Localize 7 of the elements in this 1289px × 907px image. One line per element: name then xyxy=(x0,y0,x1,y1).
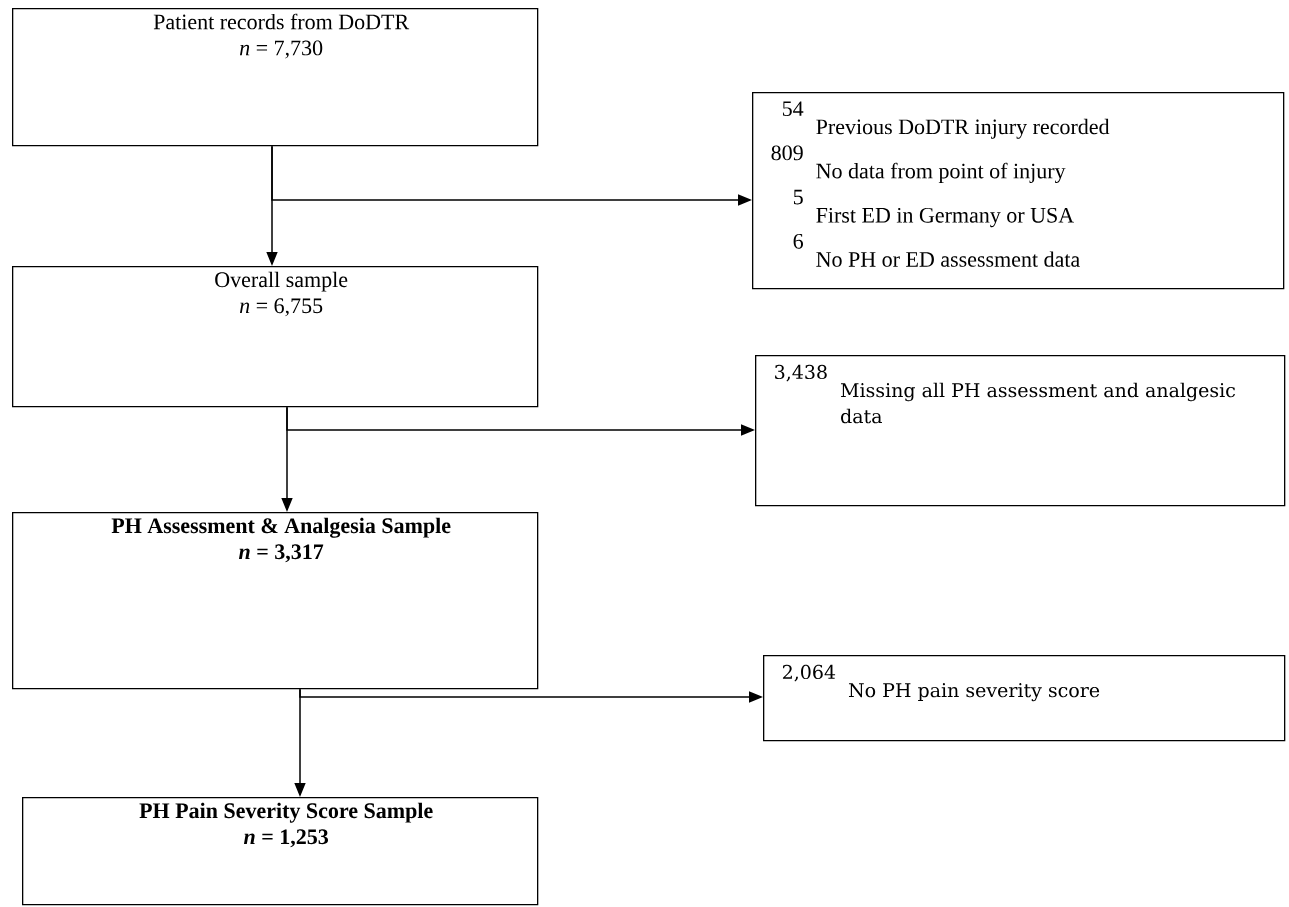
flow-box: 54 Previous DoDTR injury recorded 809 No data from point of injury 5 First ED in Germany or USA 6 No PH or ED assessment data xyxy=(752,92,1285,290)
flow-box: PH Assessment & Analgesia Sample n = 3,317 xyxy=(12,512,539,690)
flow-box: 2,064 No PH pain severity score xyxy=(763,655,1286,742)
flow-box: PH Pain Severity Score Sample n = 1,253 xyxy=(22,797,539,906)
flow-box: Patient records from DoDTR n = 7,730 xyxy=(12,8,539,147)
flow-box: Overall sample n = 6,755 xyxy=(12,266,539,408)
flow-box: 3,438 Missing all PH assessment and analgesic data xyxy=(755,355,1286,507)
